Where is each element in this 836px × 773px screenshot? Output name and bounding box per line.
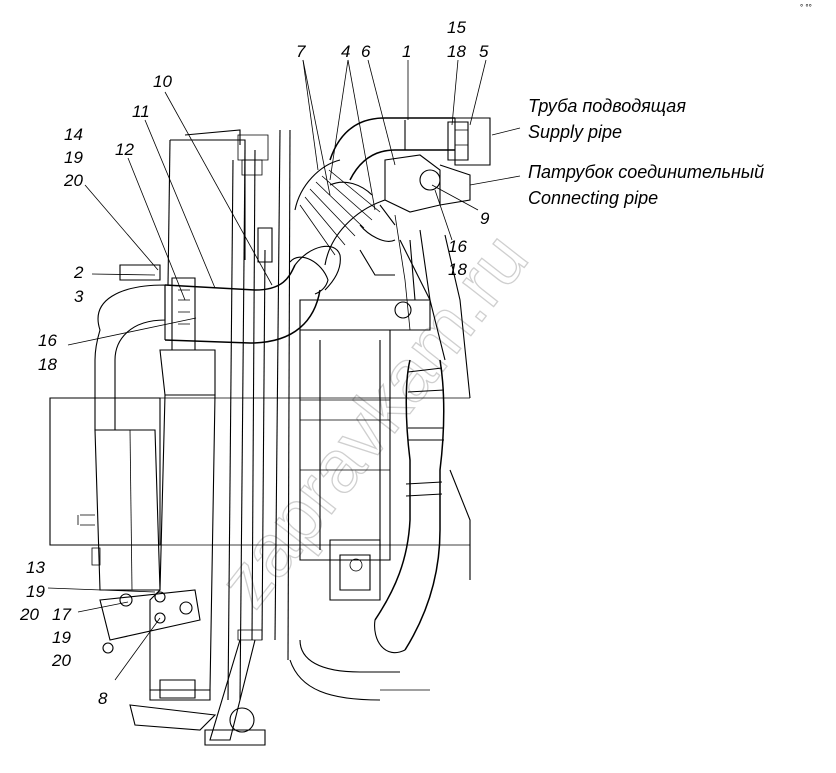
callout-19-top: 19 [64, 148, 83, 167]
callout-labels: 7 4 6 1 15 18 5 9 16 18 10 11 12 14 19 2… [19, 18, 490, 708]
callout-12: 12 [115, 140, 134, 159]
callout-3: 3 [74, 287, 84, 306]
callout-13: 13 [26, 558, 45, 577]
leader-lines [47, 59, 521, 681]
callout-10: 10 [153, 72, 172, 91]
callout-18-left: 18 [38, 355, 57, 374]
callout-17: 17 [52, 605, 71, 624]
callout-19-bottom: 19 [52, 628, 71, 647]
caption-connecting-en: Connecting pipe [528, 188, 658, 208]
callout-11: 11 [132, 102, 150, 121]
callout-15: 15 [447, 18, 466, 37]
corner-mark: ° °° [800, 3, 812, 12]
callout-9: 9 [480, 209, 490, 228]
lower-mount [99, 589, 266, 746]
callout-20-top: 20 [63, 171, 83, 190]
radiator-core [167, 129, 291, 701]
callout-1: 1 [402, 42, 411, 61]
callout-16-left: 16 [38, 331, 57, 350]
callout-20-bottom: 20 [51, 651, 71, 670]
radiator-pipe [164, 256, 329, 351]
callout-2: 2 [73, 263, 84, 282]
callout-19-lower: 19 [26, 582, 45, 601]
callout-7: 7 [296, 42, 306, 61]
callout-4: 4 [341, 42, 350, 61]
right-pipe [374, 229, 471, 691]
radiator-housing [49, 264, 470, 701]
caption-supply-ru: Труба подводящая [528, 96, 686, 116]
callout-6: 6 [361, 42, 371, 61]
caption-connecting-ru: Патрубок соединительный [528, 162, 764, 182]
callout-20-lower: 20 [19, 605, 39, 624]
corrugated-hoses [294, 159, 396, 291]
callout-5: 5 [479, 42, 489, 61]
engine-frame [289, 239, 431, 701]
callout-14: 14 [64, 125, 83, 144]
callout-18-top: 18 [447, 42, 466, 61]
caption-supply-en: Supply pipe [528, 122, 622, 142]
callout-16-right: 16 [448, 237, 467, 256]
callout-8: 8 [98, 689, 108, 708]
captions: Труба подводящая Supply pipe Патрубок со… [528, 96, 764, 208]
callout-18-right: 18 [448, 260, 467, 279]
